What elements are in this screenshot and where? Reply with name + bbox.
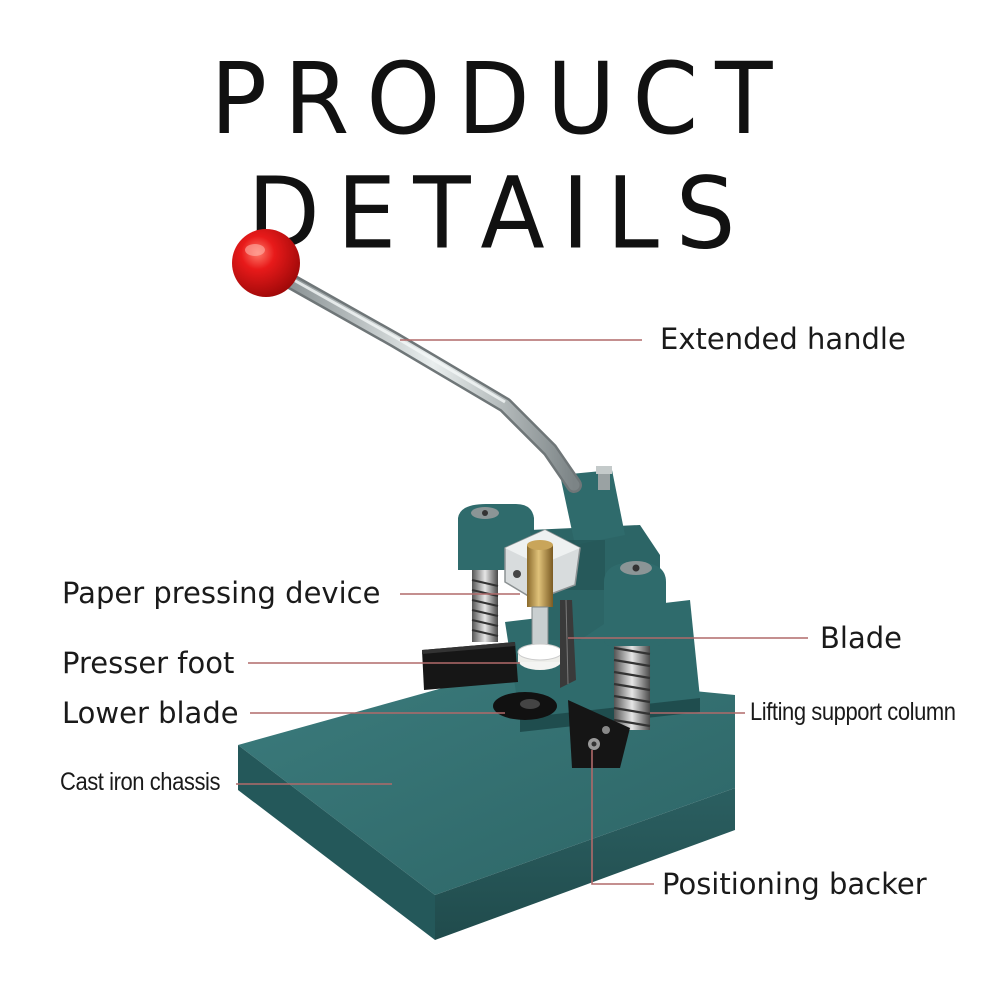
- label-blade: Blade: [820, 621, 902, 655]
- lifting-support-column: [604, 561, 666, 730]
- leader-positioning-backer: [591, 750, 654, 885]
- paper-pressing-device: [504, 529, 581, 646]
- page-title: PRODUCT DETAILS: [210, 42, 790, 272]
- handle-knob: [232, 229, 300, 297]
- leader-lines: [236, 339, 808, 885]
- label-positioning-backer: Positioning backer: [662, 867, 927, 901]
- blade: [560, 599, 576, 688]
- extended-handle: [284, 274, 612, 493]
- paper-guide-block: [422, 642, 518, 690]
- presser-foot: [517, 643, 563, 670]
- label-cast-iron-chassis: Cast iron chassis: [60, 768, 221, 796]
- label-paper-pressing-device: Paper pressing device: [62, 576, 381, 610]
- label-lower-blade: Lower blade: [62, 696, 239, 730]
- left-support-column: [458, 504, 534, 642]
- label-presser-foot: Presser foot: [62, 646, 235, 680]
- lower-blade: [493, 692, 557, 720]
- label-lifting-support-column: Lifting support column: [750, 698, 956, 726]
- positioning-backer: [568, 700, 630, 768]
- label-extended-handle: Extended handle: [660, 322, 906, 356]
